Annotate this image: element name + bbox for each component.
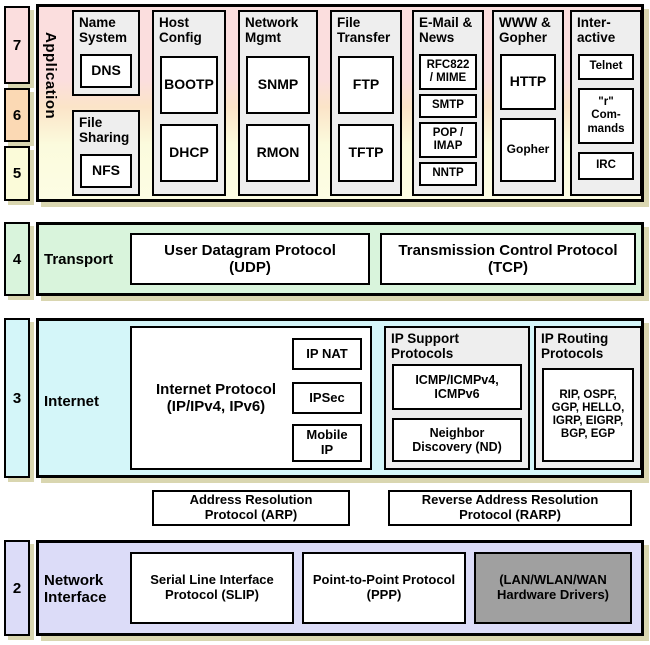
internet-group-ip-routing-title: IP Routing Protocols (541, 331, 609, 362)
protocol-box-nntp: NNTP (419, 162, 477, 186)
network-interface-layer-label: Network Interface (44, 572, 107, 607)
protocol-box-tcp: Transmission Control Protocol (TCP) (380, 233, 636, 285)
protocol-box-mobile-ip: Mobile IP (292, 424, 362, 462)
protocol-box-arp: Address Resolution Protocol (ARP) (152, 490, 350, 526)
protocol-box-r-commands: "r" Com- mands (578, 88, 634, 144)
osi-layer-number-2: 2 (4, 540, 30, 636)
protocol-box-icmp: ICMP/ICMPv4, ICMPv6 (392, 364, 522, 410)
protocol-box-gopher: Gopher (500, 118, 556, 182)
application-layer-label: Application (42, 32, 59, 120)
protocol-box-pop-imap: POP / IMAP (419, 122, 477, 158)
application-group-host-config-title: Host Config (159, 15, 202, 46)
transport-layer-label: Transport (44, 251, 114, 268)
protocol-box-udp: User Datagram Protocol (UDP) (130, 233, 370, 285)
osi-layer-number-5: 5 (4, 146, 30, 201)
protocol-box-snmp: SNMP (246, 56, 310, 114)
osi-layer-number-4: 4 (4, 222, 30, 296)
protocol-box-rmon: RMON (246, 124, 310, 182)
application-group-www-gopher-title: WWW & Gopher (499, 15, 551, 46)
osi-layer-number-6: 6 (4, 88, 30, 142)
protocol-box-nfs: NFS (80, 154, 132, 188)
protocol-box-tftp: TFTP (338, 124, 394, 182)
protocol-box-neighbor-discovery: Neighbor Discovery (ND) (392, 418, 522, 462)
osi-layer-number-7: 7 (4, 6, 30, 84)
protocol-box-dhcp: DHCP (160, 124, 218, 182)
application-group-name-system-title: Name System (79, 15, 128, 46)
internet-layer-label: Internet (44, 393, 100, 410)
osi-layer-number-3-label: 3 (12, 389, 22, 407)
osi-layer-number-6-label: 6 (12, 106, 22, 124)
protocol-box-ipsec: IPSec (292, 382, 362, 414)
application-group-file-transfer-title: File Transfer (337, 15, 391, 46)
internet-group-ip-support-title: IP Support Protocols (391, 331, 460, 362)
application-group-interactive-title: Inter- active (577, 15, 616, 46)
protocol-box-slip: Serial Line Interface Protocol (SLIP) (130, 552, 294, 624)
protocol-box-hardware-drivers: (LAN/WLAN/WAN Hardware Drivers) (474, 552, 632, 624)
protocol-box-dns: DNS (80, 54, 132, 88)
protocol-box-routing-protocols: RIP, OSPF, GGP, HELLO, IGRP, EIGRP, BGP,… (542, 368, 634, 462)
osi-layer-number-2-label: 2 (12, 579, 22, 597)
osi-layer-number-3: 3 (4, 318, 30, 478)
protocol-box-bootp: BOOTP (160, 56, 218, 114)
application-group-network-mgmt-title: Network Mgmt (245, 15, 299, 46)
protocol-box-irc: IRC (578, 152, 634, 180)
protocol-box-ppp: Point-to-Point Protocol (PPP) (302, 552, 466, 624)
protocol-box-telnet: Telnet (578, 54, 634, 80)
protocol-box-smtp: SMTP (419, 94, 477, 118)
osi-layer-number-4-label: 4 (12, 250, 22, 268)
protocol-box-http: HTTP (500, 54, 556, 110)
protocol-box-rfc822-mime: RFC822 / MIME (419, 54, 477, 90)
osi-layer-number-7-label: 7 (12, 36, 22, 54)
osi-layer-number-5-label: 5 (12, 165, 22, 182)
protocol-box-rarp: Reverse Address Resolution Protocol (RAR… (388, 490, 632, 526)
protocol-box-internet-protocol-label: Internet Protocol (IP/IPv4, IPv6) (155, 380, 276, 415)
protocol-box-ip-nat: IP NAT (292, 338, 362, 370)
application-group-email-news-title: E-Mail & News (419, 15, 473, 46)
application-group-file-sharing-title: File Sharing (79, 115, 130, 146)
protocol-box-ftp: FTP (338, 56, 394, 114)
